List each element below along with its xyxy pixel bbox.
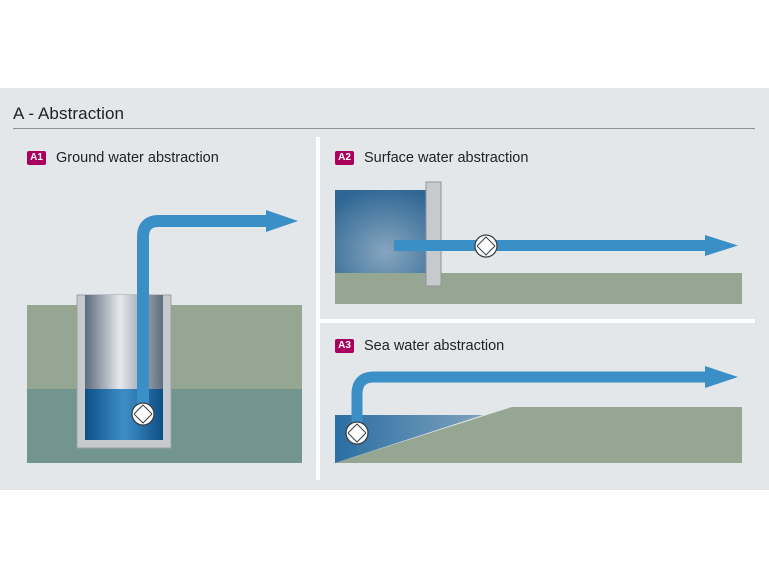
section-title-a1: Ground water abstraction: [56, 150, 219, 166]
arrow-right-icon: [705, 366, 738, 388]
ground-layer: [335, 273, 742, 304]
surface-water-scene: [335, 181, 742, 304]
section-badge-a3: A3: [335, 339, 354, 353]
section-a2-header: A2 Surface water abstraction: [335, 150, 528, 166]
sea-water: [335, 415, 483, 463]
weir-icon: [425, 181, 442, 287]
pump-icon: [131, 402, 155, 426]
horizontal-divider: [320, 319, 755, 323]
section-title-a2: Surface water abstraction: [364, 150, 529, 166]
sea-water-pipe: [351, 371, 708, 432]
section-a1-header: A1 Ground water abstraction: [27, 150, 219, 166]
arrow-right-icon: [266, 210, 298, 232]
surface-water-pipe: [394, 240, 710, 251]
well-icon: [76, 294, 172, 449]
ground-layer: [335, 407, 742, 463]
reservoir-water: [335, 190, 427, 273]
arrow-right-icon: [705, 235, 738, 256]
pump-icon: [345, 421, 369, 445]
vertical-divider: [316, 137, 320, 480]
ground-water-pipe: [137, 215, 268, 410]
section-a3-header: A3 Sea water abstraction: [335, 338, 504, 354]
section-title-a3: Sea water abstraction: [364, 338, 505, 354]
page-title: A - Abstraction: [13, 104, 125, 123]
section-badge-a1: A1: [27, 151, 46, 165]
sea-water-scene: [335, 366, 742, 463]
section-badge-a2: A2: [335, 151, 354, 165]
ground-water-scene: [27, 210, 302, 463]
pump-icon: [474, 234, 498, 258]
title-divider: [13, 128, 755, 129]
